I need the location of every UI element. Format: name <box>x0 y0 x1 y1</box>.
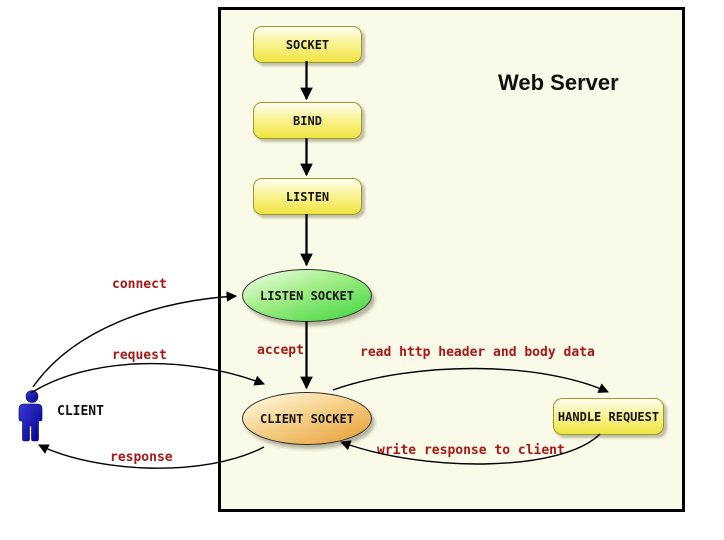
node-listen-label: LISTEN <box>285 189 330 204</box>
edge-label-write-response: write response to client <box>377 443 565 458</box>
node-socket-label: SOCKET <box>285 37 330 52</box>
edge-label-connect: connect <box>112 277 167 292</box>
edge-label-response: response <box>110 450 173 465</box>
node-bind: BIND <box>253 102 362 139</box>
node-listen-socket: LISTEN SOCKET <box>242 269 372 322</box>
node-client-socket: CLIENT SOCKET <box>242 392 372 445</box>
edge-connect <box>32 291 238 388</box>
edge-label-read-request: read http header and body data <box>360 345 595 360</box>
diagram-title: Web Server <box>498 70 619 95</box>
node-listen: LISTEN <box>253 178 362 215</box>
node-client-socket-label: CLIENT SOCKET <box>260 411 354 426</box>
node-handle-request: HANDLE REQUEST <box>553 398 664 435</box>
node-listen-socket-label: LISTEN SOCKET <box>260 288 354 303</box>
node-handle-request-label: HANDLE REQUEST <box>557 409 660 424</box>
node-socket: SOCKET <box>253 26 362 63</box>
client-person-icon <box>18 390 43 442</box>
client-label: CLIENT <box>57 404 104 419</box>
node-bind-label: BIND <box>293 113 322 128</box>
edge-label-request: request <box>112 348 167 363</box>
edge-label-accept: accept <box>257 343 304 358</box>
